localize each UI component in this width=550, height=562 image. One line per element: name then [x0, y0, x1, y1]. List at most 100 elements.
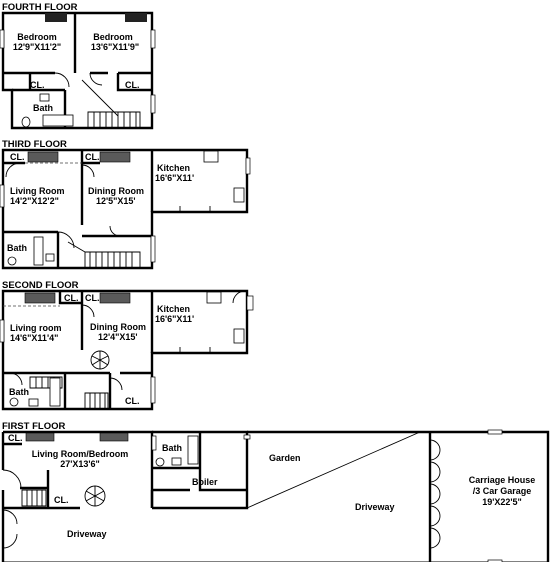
- first-floor: FIRST FLOOR: [1, 421, 550, 562]
- closet-label: CL.: [85, 293, 100, 303]
- toilet-icon: [7, 256, 17, 266]
- room-size: 14'6"X11'4": [10, 333, 58, 343]
- door-icon: [109, 377, 123, 391]
- closet-label: CL.: [30, 80, 45, 90]
- sink-icon: [233, 328, 245, 344]
- bathtub-icon: [187, 435, 199, 465]
- room-name: Dining Room: [90, 322, 146, 332]
- window-icon: [150, 235, 156, 263]
- closet-label: CL.: [54, 495, 69, 505]
- room-subtitle: /3 Car Garage: [473, 486, 532, 496]
- garage-doors-icon: [429, 439, 441, 549]
- stairs-icon: [21, 489, 47, 507]
- fireplace-icon: [99, 151, 131, 163]
- sink-icon: [171, 457, 182, 466]
- door-icon: [2, 469, 22, 489]
- room-size: 13'6"X11'9": [91, 42, 139, 52]
- third-floor: THIRD FLOOR CL. CL: [0, 139, 251, 270]
- toilet-icon: [9, 397, 19, 407]
- fourth-floor-outline: [1, 11, 154, 130]
- bath-label: Bath: [7, 243, 27, 253]
- window-icon: [246, 295, 254, 311]
- room-size: 16'6"X11': [155, 173, 194, 183]
- closet-label: CL.: [85, 152, 100, 162]
- door-icon: [5, 162, 21, 178]
- room-name: Kitchen: [157, 163, 190, 173]
- stairs-icon: [29, 376, 109, 410]
- room-size: 12'4"X15': [98, 332, 138, 342]
- bath-label: Bath: [9, 387, 29, 397]
- bathtub-icon: [33, 236, 44, 266]
- sink-icon: [233, 187, 245, 203]
- gate-icon: [2, 509, 18, 549]
- window-icon: [245, 157, 251, 175]
- room-name: Living room: [10, 323, 62, 333]
- fireplace-icon: [27, 151, 59, 163]
- window-icon: [487, 429, 503, 435]
- third-floor-title: THIRD FLOOR: [2, 139, 67, 150]
- door-icon: [9, 372, 23, 386]
- garden-label: Garden: [269, 453, 301, 463]
- window-icon: [0, 29, 5, 49]
- second-floor-title: SECOND FLOOR: [2, 280, 79, 291]
- stove-icon: [206, 291, 222, 304]
- bath-label: Bath: [33, 103, 53, 113]
- window-icon: [150, 376, 156, 404]
- sink-icon: [28, 398, 39, 407]
- spiral-stairs-icon: [84, 485, 106, 507]
- boiler-label: Boiler: [192, 477, 218, 487]
- fireplace-icon: [99, 432, 129, 442]
- room-name: Bedroom: [93, 32, 133, 42]
- closet-label: CL.: [125, 80, 140, 90]
- room-name: Living Room: [10, 186, 65, 196]
- closet-label: CL.: [125, 396, 140, 406]
- window-icon: [243, 434, 251, 440]
- room-size: 12'9"X11'2": [13, 42, 61, 52]
- fourth-floor: FOURTH FLOOR Bedroom 12'9"X11'2" Bedroom…: [0, 2, 156, 130]
- window-icon: [487, 559, 503, 562]
- first-floor-title: FIRST FLOOR: [2, 421, 65, 432]
- window-icon: [151, 435, 157, 451]
- bathtub-icon: [42, 114, 74, 127]
- door-icon: [54, 72, 70, 88]
- sink-icon: [39, 93, 50, 102]
- fireplace-icon: [25, 432, 55, 442]
- chimney-icon: [45, 13, 67, 22]
- spiral-stairs-icon: [90, 350, 110, 370]
- door-icon: [232, 290, 246, 304]
- room-size: 16'6"X11': [155, 314, 194, 324]
- driveway-label: Driveway: [355, 502, 395, 512]
- door-icon: [81, 304, 95, 318]
- room-name: Kitchen: [157, 304, 190, 314]
- toilet-icon: [21, 116, 31, 128]
- stairs-icon: [87, 111, 141, 129]
- closet-label: CL.: [10, 152, 25, 162]
- window-icon: [0, 184, 5, 208]
- room-size: 19'X22'5": [482, 497, 522, 507]
- closet-label: CL.: [64, 293, 79, 303]
- window-icon: [150, 94, 156, 114]
- door-icon: [81, 164, 95, 178]
- window-icon: [0, 319, 5, 343]
- room-size: 27'X13'6": [60, 459, 100, 469]
- fourth-floor-title: FOURTH FLOOR: [2, 2, 78, 13]
- room-size: 14'2"X12'2": [10, 196, 59, 206]
- toilet-icon: [155, 457, 165, 467]
- door-icon: [57, 231, 75, 249]
- sink-icon: [45, 253, 55, 262]
- chimney-icon: [125, 13, 147, 22]
- stairs-icon: [67, 241, 141, 269]
- stove-icon: [203, 150, 219, 163]
- room-name: Bedroom: [17, 32, 57, 42]
- room-name: Dining Room: [88, 186, 144, 196]
- bathtub-icon: [49, 377, 61, 407]
- room-size: 12'5"X15': [96, 196, 136, 206]
- fireplace-icon: [24, 292, 56, 304]
- window-icon: [150, 29, 156, 49]
- closet-label: CL.: [8, 433, 23, 443]
- fireplace-icon: [99, 292, 131, 304]
- room-name: Carriage House: [469, 475, 536, 485]
- bath-label: Bath: [162, 443, 182, 453]
- room-name: Living Room/Bedroom: [32, 449, 129, 459]
